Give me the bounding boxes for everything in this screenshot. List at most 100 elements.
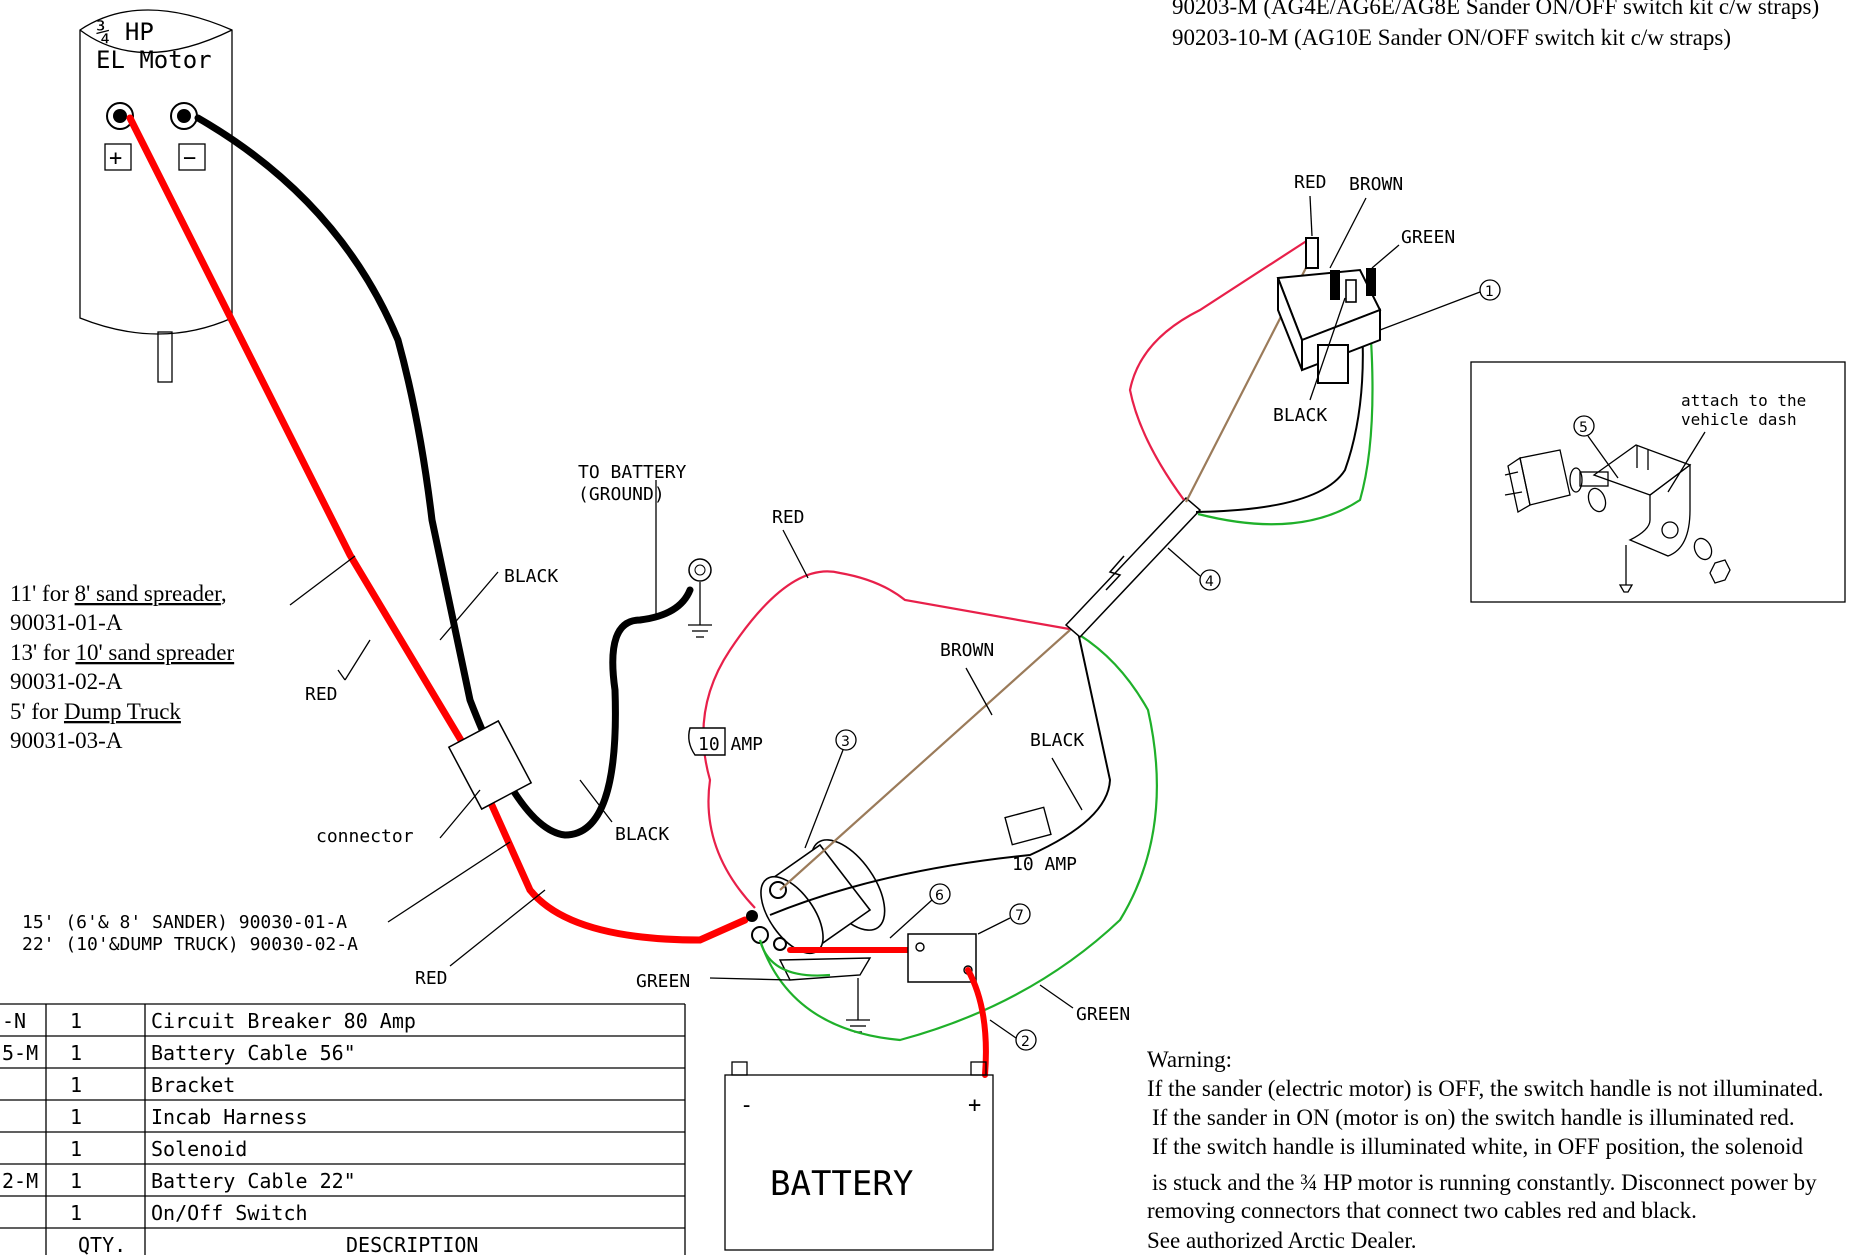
svg-text:1: 1	[1485, 284, 1494, 300]
red-harness-wire-loop	[702, 570, 1076, 909]
table-row: Incab Harness	[151, 1105, 308, 1129]
svg-text:1: 1	[70, 1201, 82, 1225]
red-label-upper: RED	[305, 684, 338, 705]
svg-text:1: 1	[70, 1105, 82, 1129]
kit-line-2: 90203-10-M (AG10E Sander ON/OFF switch k…	[1172, 25, 1731, 50]
black-label-upper: BLACK	[504, 566, 558, 587]
svg-text:1: 1	[70, 1009, 82, 1033]
svg-text:is stuck and the ¾ HP motor is: is stuck and the ¾ HP motor is running c…	[1152, 1170, 1817, 1195]
svg-text:11' for 8' sand spreader,: 11' for 8' sand spreader,	[10, 581, 227, 606]
callout-3: 3	[804, 729, 857, 849]
solenoid	[746, 839, 886, 1033]
switch-black-label: BLACK	[1273, 405, 1327, 426]
svg-text:1: 1	[70, 1137, 82, 1161]
table-row: On/Off Switch	[151, 1201, 308, 1225]
circuit-breaker	[907, 933, 977, 983]
green-left-label: GREEN	[636, 971, 690, 992]
svg-text:5-M: 5-M	[2, 1041, 38, 1065]
callout-1: 1	[1379, 279, 1501, 331]
green-right-label: GREEN	[1076, 1004, 1130, 1025]
warning-note: Warning: If the sander (electric motor) …	[1147, 1047, 1824, 1253]
switch-green-label: GREEN	[1401, 227, 1455, 248]
cable-15-label: 15' (6'& 8' SANDER) 90030-01-A	[22, 912, 347, 933]
minus-sign: −	[183, 146, 196, 171]
amp10-right-label: 10 AMP	[1012, 854, 1077, 875]
red-label-lower: RED	[415, 968, 448, 989]
battery-minus: -	[740, 1093, 753, 1118]
amp10-left-label: 10 AMP	[698, 734, 763, 755]
svg-text:If the sander in ON (motor is: If the sander in ON (motor is on) the sw…	[1152, 1105, 1795, 1130]
svg-text:-N: -N	[2, 1009, 26, 1033]
switch-red-label: RED	[1294, 172, 1327, 193]
parts-table: -N 1 Circuit Breaker 80 Amp 5-M 1 Batter…	[0, 1003, 686, 1255]
red-loop-label: RED	[772, 507, 805, 528]
black-label-lower: BLACK	[615, 824, 669, 845]
svg-text:13' for 10' sand spreader: 13' for 10' sand spreader	[10, 640, 235, 665]
to-battery-label-1: TO BATTERY	[578, 462, 687, 483]
callout-4: 4	[1167, 547, 1221, 591]
fuse-left	[688, 727, 726, 756]
cable-info: 11' for 8' sand spreader, 90031-01-A 13'…	[10, 581, 235, 753]
battery-cable-56	[965, 967, 989, 1078]
svg-text:2-M: 2-M	[2, 1169, 38, 1193]
fuse-right	[1004, 806, 1052, 846]
svg-text:5' for Dump Truck: 5' for Dump Truck	[10, 699, 181, 724]
callout-2: 2	[989, 1019, 1037, 1051]
svg-text:Warning:: Warning:	[1147, 1047, 1232, 1072]
table-row: Solenoid	[151, 1137, 247, 1161]
table-row: Bracket	[151, 1073, 235, 1097]
incab-harness	[1064, 496, 1202, 639]
callout-7: 7	[977, 903, 1031, 935]
svg-text:2: 2	[1021, 1034, 1030, 1050]
black-right-label: BLACK	[1030, 730, 1084, 751]
callout-6: 6	[889, 883, 951, 939]
svg-text:removing connectors that conne: removing connectors that connect two cab…	[1147, 1198, 1697, 1223]
green-wire	[758, 633, 1158, 1042]
connector-label: connector	[316, 826, 414, 847]
cable-connector	[447, 719, 533, 811]
table-row: Battery Cable 56"	[151, 1041, 356, 1065]
battery-plus: +	[968, 1093, 981, 1118]
callout-5: 5	[1573, 415, 1619, 479]
motor-label-1: ¾ HP	[96, 18, 154, 46]
to-battery-label-2: (GROUND)	[578, 484, 665, 505]
black-harness-wire	[769, 631, 1112, 916]
svg-text:90031-02-A: 90031-02-A	[10, 669, 123, 694]
bracket-inset: attach to the vehicle dash	[1470, 361, 1846, 603]
inset-text-2: vehicle dash	[1681, 410, 1797, 429]
svg-text:1: 1	[70, 1073, 82, 1097]
svg-text:If the sander (electric motor): If the sander (electric motor) is OFF, t…	[1147, 1076, 1824, 1101]
svg-text:3: 3	[841, 734, 850, 750]
black-motor-cable	[194, 114, 694, 839]
svg-text:6: 6	[935, 888, 944, 904]
motor-label-2: EL Motor	[96, 46, 212, 74]
plus-sign: +	[109, 146, 122, 171]
table-row: Battery Cable 22"	[151, 1169, 356, 1193]
svg-text:5: 5	[1579, 420, 1588, 436]
svg-text:1: 1	[70, 1041, 82, 1065]
description-header: DESCRIPTION	[346, 1233, 478, 1255]
svg-text:90031-01-A: 90031-01-A	[10, 610, 123, 635]
battery-label: BATTERY	[770, 1164, 913, 1204]
qty-header: QTY.	[78, 1233, 126, 1255]
svg-text:If the switch handle is illumi: If the switch handle is illuminated whit…	[1152, 1134, 1803, 1159]
svg-text:4: 4	[1205, 574, 1214, 590]
switch-brown-label: BROWN	[1349, 174, 1403, 195]
brown-label: BROWN	[940, 640, 994, 661]
cable-22-label: 22' (10'&DUMP TRUCK) 90030-02-A	[22, 934, 358, 955]
kit-line-1: 90203-M (AG4E/AG6E/AG8E Sander ON/OFF sw…	[1172, 0, 1819, 19]
motor: ¾ HP EL Motor + −	[79, 9, 233, 383]
on-off-switch	[1276, 237, 1382, 384]
svg-text:90031-03-A: 90031-03-A	[10, 728, 123, 753]
svg-text:See authorized Arctic Dealer.: See authorized Arctic Dealer.	[1147, 1228, 1417, 1253]
table-row: Circuit Breaker 80 Amp	[151, 1009, 416, 1033]
red-motor-cable	[126, 114, 749, 944]
svg-text:1: 1	[70, 1169, 82, 1193]
svg-text:7: 7	[1015, 908, 1024, 924]
inset-text-1: attach to the	[1681, 391, 1806, 410]
ground-ring-terminal	[688, 558, 712, 638]
red-switch-wire	[1128, 239, 1309, 501]
battery: - + BATTERY	[724, 1061, 994, 1251]
motor-positive-terminal	[106, 102, 134, 130]
